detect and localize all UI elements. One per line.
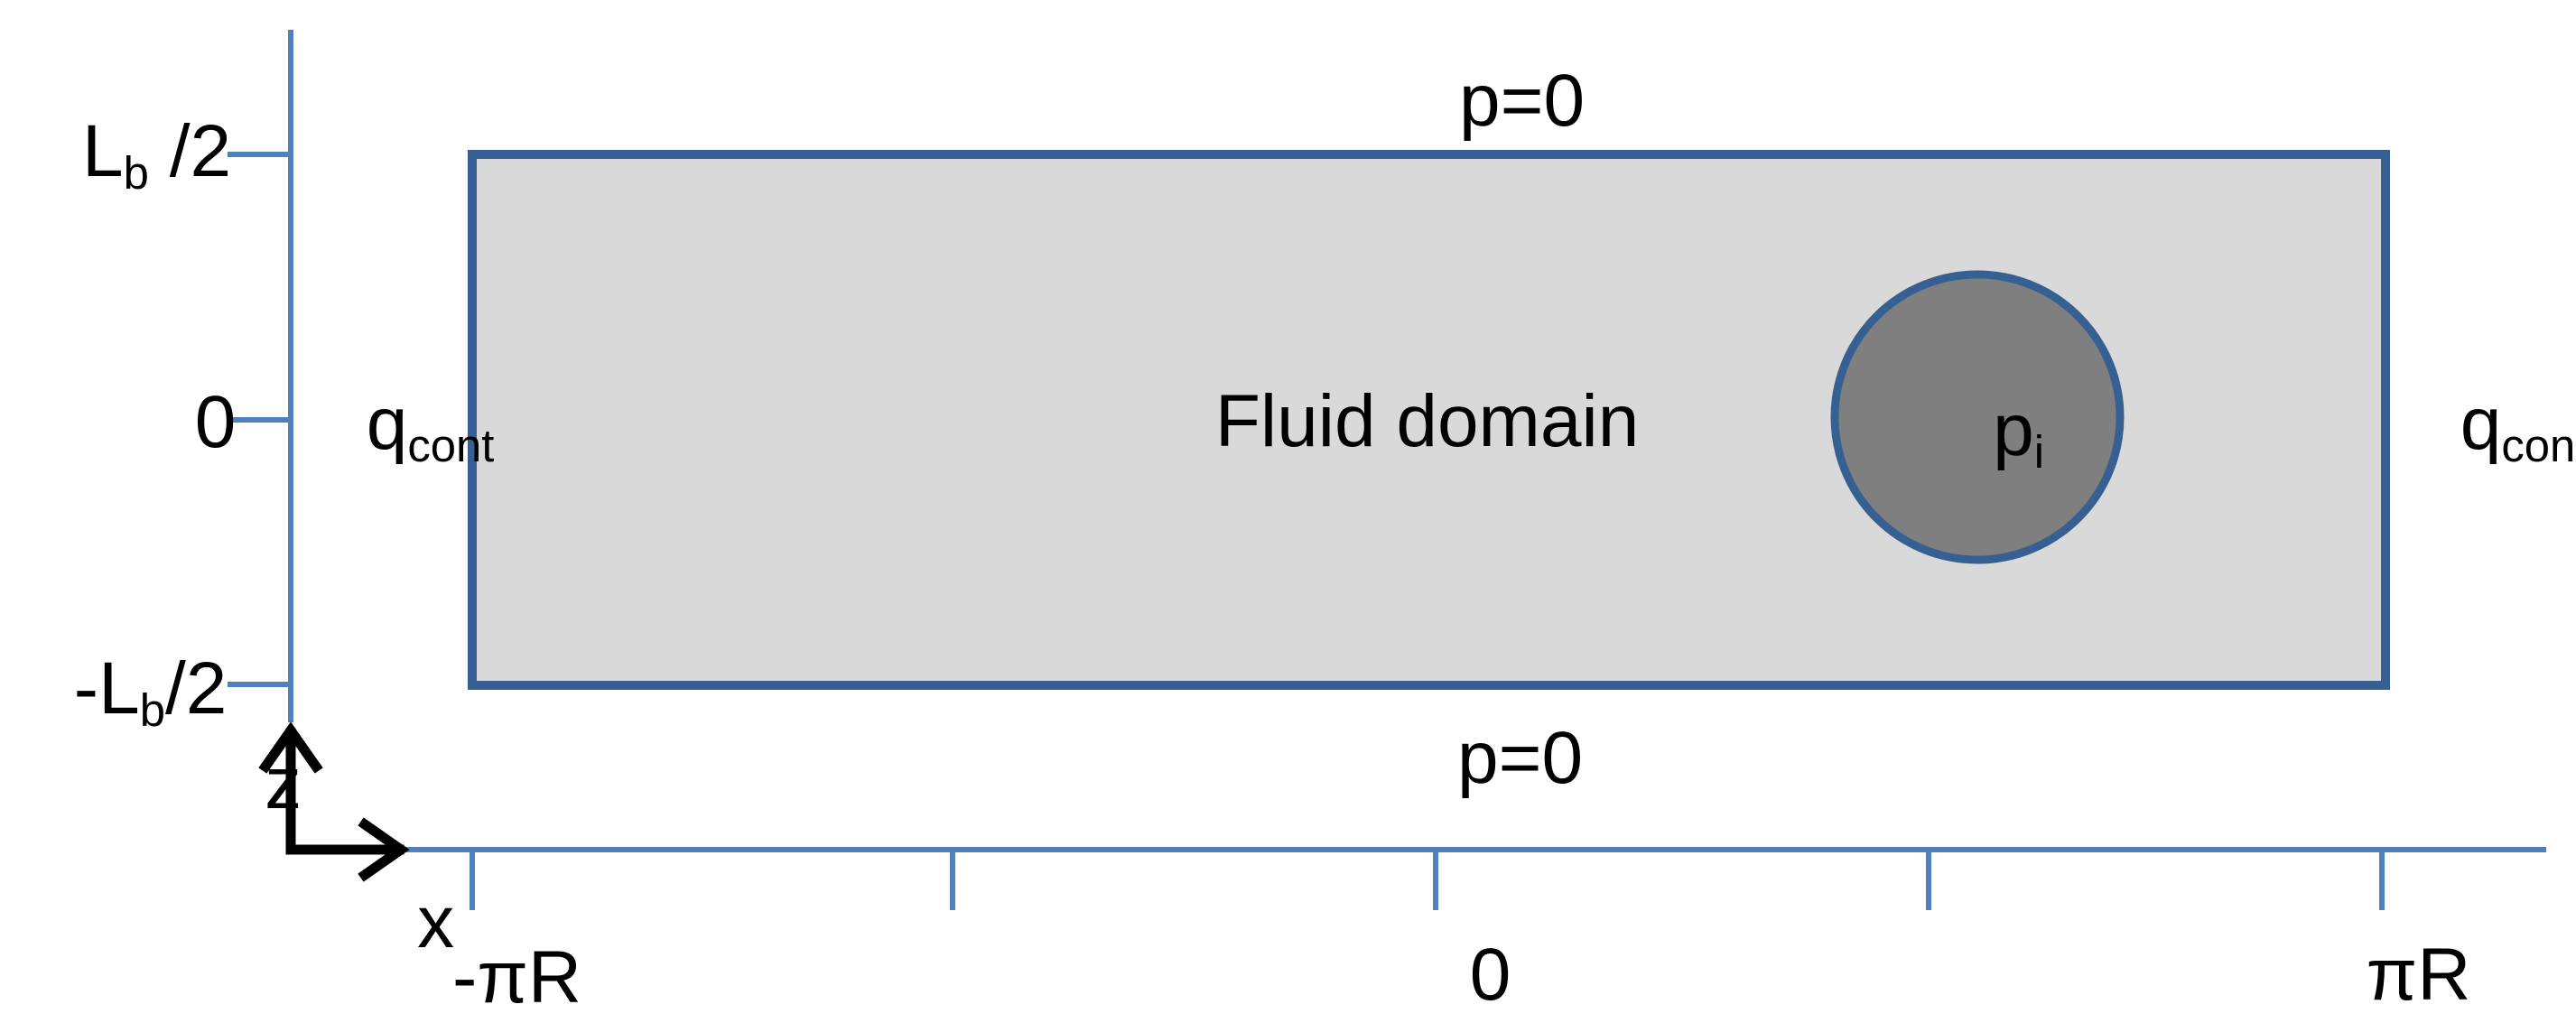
x-tick-label-zero: 0: [1469, 934, 1511, 1016]
x-arrowhead-icon: [358, 817, 410, 882]
fluid-domain-label: Fluid domain: [1214, 380, 1640, 462]
z-tick-label-neg-lb-half: -Lb/2: [73, 647, 228, 737]
bottom-boundary-label: p=0: [1457, 717, 1584, 799]
right-flux-label: qcont: [2460, 383, 2576, 472]
inclusion-circle: [1830, 270, 2125, 564]
z-tick-label-zero: 0: [194, 381, 237, 463]
top-boundary-label: p=0: [1459, 60, 1586, 142]
x-axis-letter: x: [417, 881, 455, 963]
left-flux-label: qcont: [366, 383, 495, 472]
z-axis-letter: z: [265, 742, 302, 824]
coordinate-arrow-shafts: [285, 728, 405, 855]
z-arrowhead-icon: [258, 721, 323, 774]
x-tick-label-pir: πR: [2366, 934, 2471, 1016]
z-tick-label-lb-half: Lb /2: [82, 110, 232, 200]
x-tick-label-neg-pir: -πR: [452, 936, 582, 1018]
inclusion-pressure-label: pi: [1993, 389, 2045, 479]
